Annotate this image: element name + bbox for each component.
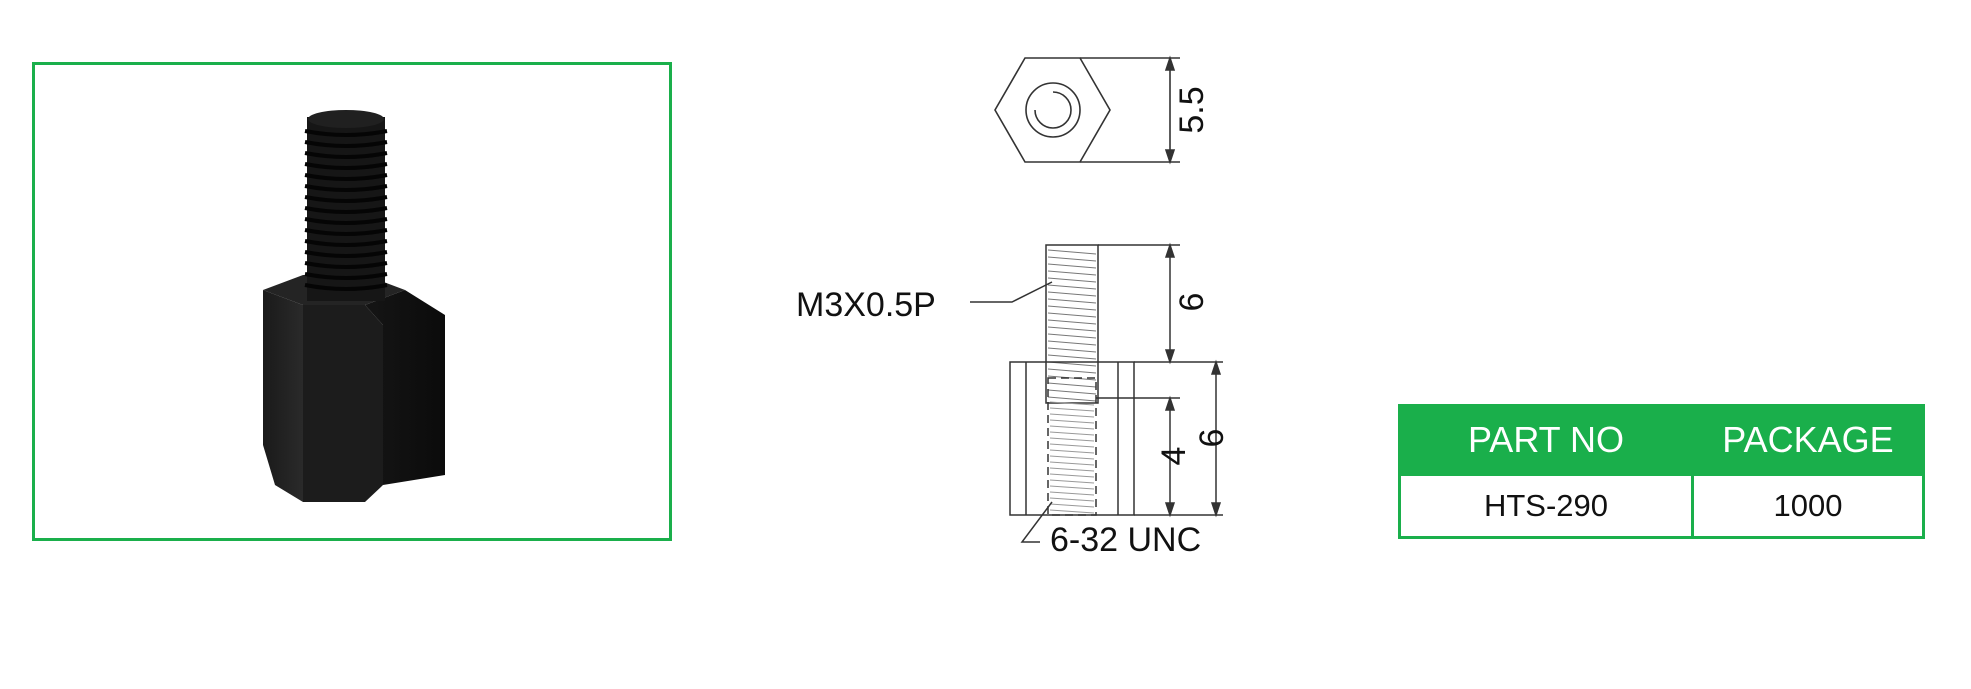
stud-thread-line: [1047, 277, 1097, 283]
threaded-stud: [304, 110, 388, 301]
thread-ridge: [304, 195, 388, 203]
stud-thread-line: [1047, 249, 1097, 255]
stud-thread-line: [1047, 319, 1097, 325]
stud-thread-line: [1047, 270, 1097, 276]
hex-body-right-face: [365, 290, 445, 485]
thread-depth-text: 4: [1155, 447, 1193, 466]
part-no-cell: HTS-290: [1398, 473, 1694, 539]
thread-ridge: [304, 206, 388, 214]
stud-side-view: [1009, 244, 1135, 516]
hex-top-view: [994, 57, 1180, 163]
inner-thread-line: [1049, 497, 1095, 502]
inner-thread-line: [1049, 407, 1095, 412]
inner-thread-line: [1049, 509, 1095, 514]
thread-ridge: [304, 151, 388, 159]
thread-depth-dimension: [1096, 395, 1223, 518]
thread-ridge: [304, 173, 388, 181]
inner-thread-line: [1049, 455, 1095, 460]
inner-thread-line: [1049, 431, 1095, 436]
inner-thread-line: [1049, 485, 1095, 490]
stud-thread-line: [1047, 312, 1097, 318]
inner-thread-line: [1049, 437, 1095, 442]
package-header: PACKAGE: [1691, 404, 1925, 476]
part-no-header: PART NO: [1398, 404, 1694, 476]
thread-ridge: [304, 129, 388, 137]
thread-ridge: [304, 184, 388, 192]
thread-ridge: [304, 140, 388, 148]
stud-thread-line: [1047, 298, 1097, 304]
inner-thread-line: [1049, 473, 1095, 478]
thread-ridge: [304, 228, 388, 236]
table-row: HTS-290 1000: [1398, 473, 1925, 539]
thread-ridge: [304, 239, 388, 247]
stud-thread-line: [1047, 291, 1097, 297]
thread-ridge: [304, 272, 388, 280]
thread-label-text: M3X0.5P: [796, 286, 936, 324]
inner-thread-line: [1049, 461, 1095, 466]
stud-thread-line: [1047, 326, 1097, 332]
package-cell: 1000: [1691, 473, 1925, 539]
inner-thread-line: [1049, 443, 1095, 448]
hex-body-left-face: [263, 290, 303, 502]
stud-thread-line: [1047, 375, 1097, 381]
body-length-text: 6: [1193, 429, 1231, 448]
inner-thread-leader: [1020, 501, 1053, 543]
stud-length-dimension: [1098, 242, 1223, 365]
table-header-row: PART NO PACKAGE: [1398, 404, 1925, 476]
stud-length-text: 6: [1173, 293, 1211, 312]
stud-thread-line: [1047, 396, 1097, 402]
body-length-dimension: [1210, 359, 1222, 518]
inner-thread-line: [1049, 401, 1095, 406]
stud-thread-line: [1047, 382, 1097, 388]
stud-thread-line: [1047, 263, 1097, 269]
stud-thread-line: [1047, 354, 1097, 360]
hex-standoff-photo: [263, 110, 445, 502]
thread-label-leader: [970, 281, 1053, 303]
stud-thread-line: [1047, 368, 1097, 374]
stud-thread-line: [1047, 256, 1097, 262]
inner-thread-line: [1049, 413, 1095, 418]
technical-drawing: 5.5 6 4 6 M3X0.5P 6-32: [796, 55, 1231, 559]
inner-thread-line: [1049, 467, 1095, 472]
thread-ridge: [304, 217, 388, 225]
inner-thread-label-text: 6-32 UNC: [1050, 521, 1201, 559]
spec-table: PART NO PACKAGE HTS-290 1000: [1398, 404, 1925, 539]
inner-thread-line: [1049, 503, 1095, 508]
hex-dimension-line: [1164, 55, 1176, 165]
thread-ridge: [304, 283, 388, 291]
hex-dimension-text: 5.5: [1173, 86, 1211, 133]
stud-thread-line: [1047, 340, 1097, 346]
thread-ridge: [304, 250, 388, 258]
thread-ridge: [304, 162, 388, 170]
inner-thread-line: [1049, 449, 1095, 454]
hex-body-front-face: [303, 305, 383, 502]
stud-thread-line: [1047, 333, 1097, 339]
thread-ridge: [304, 261, 388, 269]
inner-thread-line: [1049, 419, 1095, 424]
stud-thread-line: [1047, 347, 1097, 353]
inner-thread-line: [1049, 425, 1095, 430]
stud-thread-line: [1047, 389, 1097, 395]
inner-thread-line: [1049, 479, 1095, 484]
inner-thread-line: [1049, 491, 1095, 496]
product-photo-frame: [32, 62, 672, 541]
stud-thread-line: [1047, 284, 1097, 290]
stud-thread-line: [1047, 305, 1097, 311]
